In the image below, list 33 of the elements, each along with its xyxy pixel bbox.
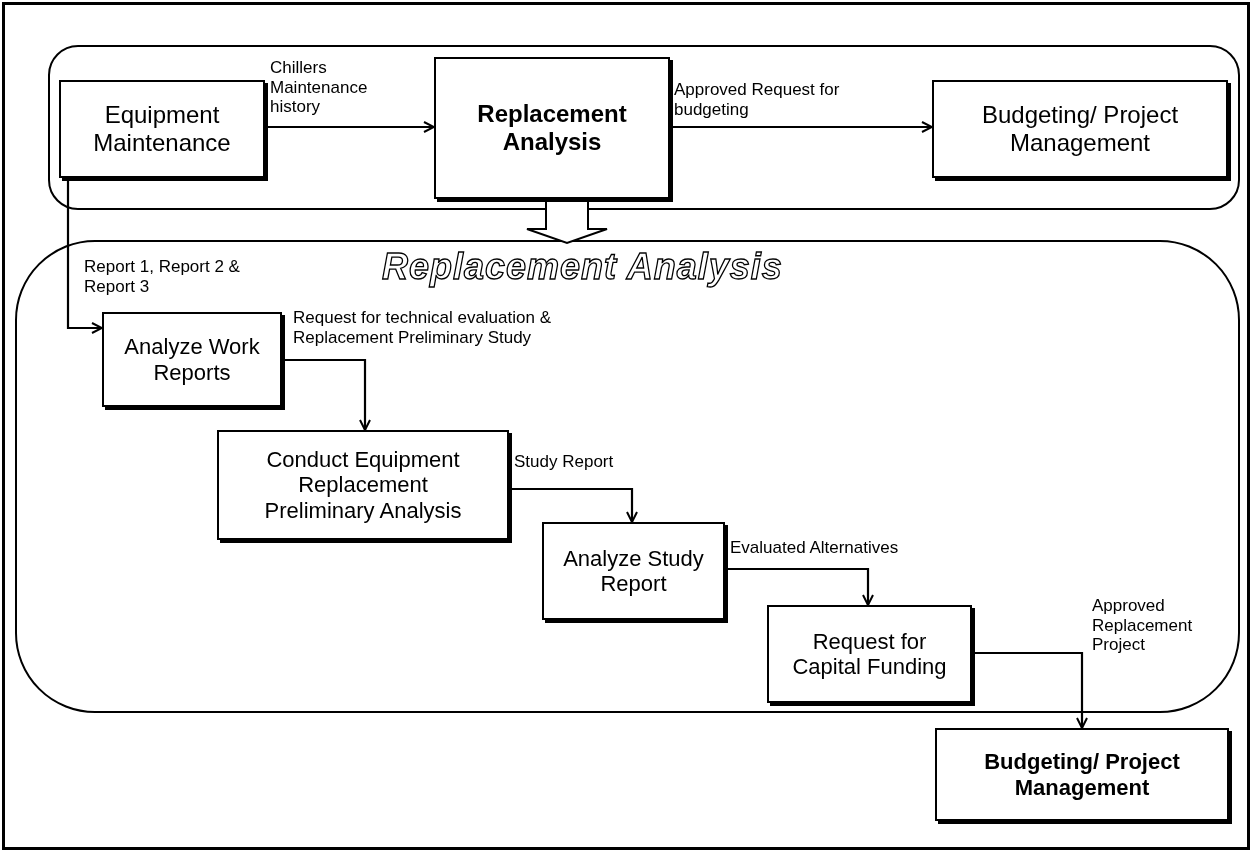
box-label: Request for Capital Funding: [791, 628, 948, 680]
process-box: [932, 80, 1228, 178]
process-box: [102, 312, 282, 407]
box-label: Budgeting/ Project Management: [980, 101, 1180, 157]
box-label: Analyze Work Reports: [123, 334, 261, 385]
box-label: Replacement Analysis: [476, 100, 628, 156]
box-label: Conduct Equipment Replacement Preliminary Analysis: [263, 447, 463, 523]
arrow: [509, 487, 638, 523]
group-panel: [15, 240, 1240, 713]
edge-label: Approved Request for budgeting: [674, 80, 841, 120]
box-label: Equipment Maintenance: [92, 101, 232, 157]
arrow: [282, 358, 371, 431]
edge-label: Study Report: [514, 452, 615, 472]
arrow: [670, 121, 933, 133]
edge-label: Report 1, Report 2 & Report 3: [84, 257, 241, 297]
arrow: [972, 651, 1088, 729]
arrow: [265, 121, 435, 133]
edge-label: Evaluated Alternatives: [730, 538, 900, 558]
arrow: [725, 567, 874, 606]
box-label: Analyze Study Report: [562, 545, 705, 597]
process-box: [767, 605, 972, 703]
process-box: [59, 80, 265, 178]
box-label: Budgeting/ Project Management: [983, 749, 1181, 800]
process-box: [935, 728, 1229, 821]
arrow: [66, 178, 103, 334]
process-box: [217, 430, 509, 540]
group-panel: [48, 45, 1240, 210]
edge-label: Request for technical evaluation & Replacement Preliminary Study: [293, 308, 552, 348]
edge-label: Chillers Maintenance history: [270, 58, 369, 117]
panel-heading: Replacement Analysis: [382, 246, 783, 288]
process-box: [434, 57, 670, 199]
edge-label: Approved Replacement Project: [1092, 596, 1194, 655]
process-box: [542, 522, 725, 620]
